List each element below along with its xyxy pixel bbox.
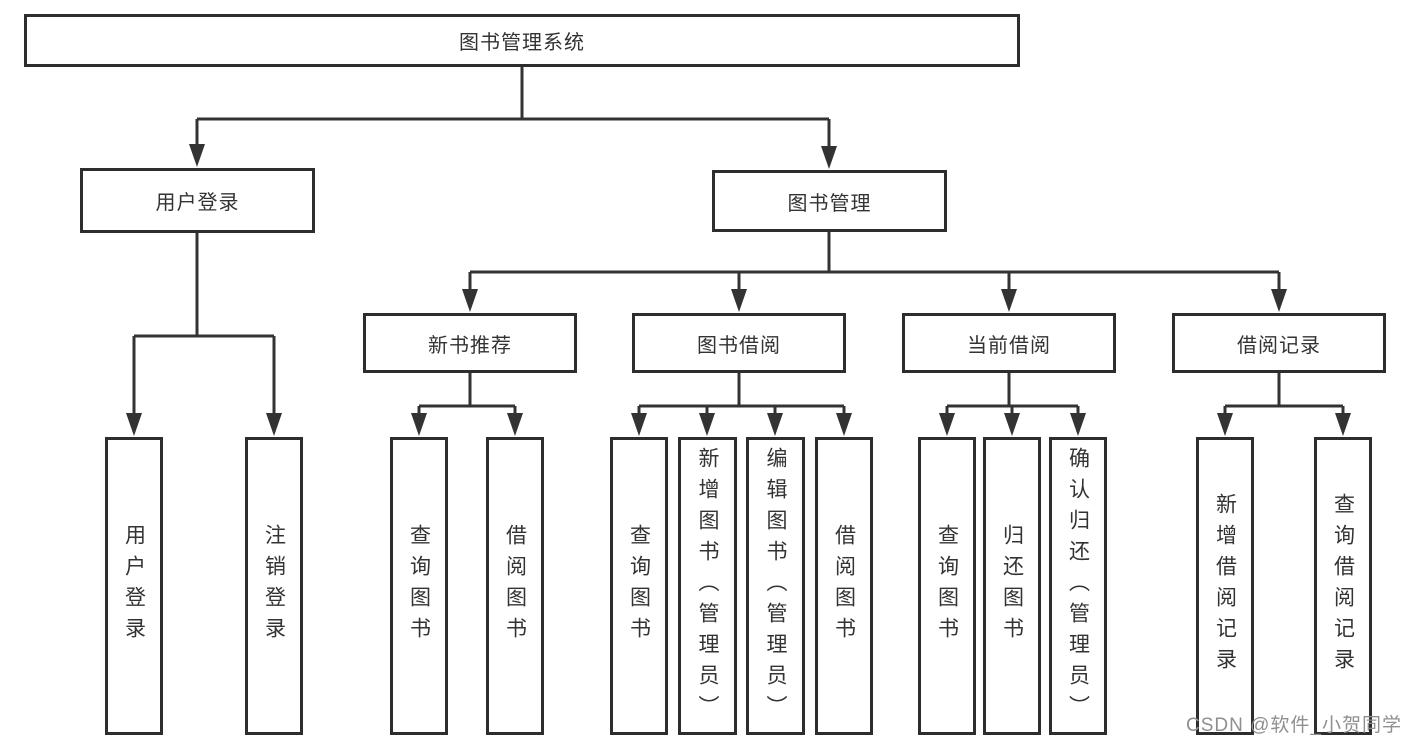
node-root-system: 图书管理系统 (24, 14, 1020, 67)
leaf-label: 查询图书 (407, 524, 431, 648)
leaf-label: 查询借阅记录 (1331, 493, 1355, 679)
leaf-label: 用户登录 (122, 524, 146, 648)
leaf-logout: 注销登录 (245, 437, 303, 735)
leaf-return-books: 归还图书 (983, 437, 1041, 735)
connector-root-to-level2 (195, 67, 831, 152)
leaf-query-books-recommend: 查询图书 (390, 437, 448, 735)
connector-newbooks-to-leaves (417, 373, 517, 419)
leaf-query-borrow-record: 查询借阅记录 (1314, 437, 1372, 735)
leaf-add-books-admin: 新增图书（管理员） (678, 437, 737, 735)
leaf-borrow-books-recommend: 借阅图书 (486, 437, 544, 735)
connector-currentborrow-to-leaves (945, 373, 1080, 419)
leaf-label: 借阅图书 (832, 524, 856, 648)
arrowheads (126, 144, 1351, 436)
leaf-label: 注销登录 (262, 524, 286, 648)
node-user-login: 用户登录 (80, 168, 315, 233)
leaf-label: 新增图书（管理员） (696, 446, 719, 726)
leaf-borrow-books: 借阅图书 (815, 437, 873, 735)
node-book-borrow: 图书借阅 (632, 313, 846, 373)
leaf-label: 查询图书 (627, 524, 651, 648)
leaf-add-borrow-record: 新增借阅记录 (1196, 437, 1254, 735)
leaf-label: 确认归还（管理员） (1066, 446, 1090, 726)
connector-bookmgmt-to-level3 (468, 232, 1281, 295)
node-book-management: 图书管理 (712, 170, 947, 232)
leaf-edit-books-admin: 编辑图书（管理员） (746, 437, 805, 735)
leaf-query-books-borrow: 查询图书 (610, 437, 668, 735)
node-current-borrow: 当前借阅 (902, 313, 1116, 373)
leaf-label: 查询图书 (935, 524, 959, 648)
connector-userlogin-to-leaves (132, 233, 276, 419)
csdn-watermark: CSDN @软件_小贺同学 (1186, 715, 1402, 736)
leaf-label: 新增借阅记录 (1213, 493, 1237, 679)
leaf-label: 编辑图书（管理员） (764, 446, 787, 726)
leaf-query-books-current: 查询图书 (918, 437, 976, 735)
node-borrow-records: 借阅记录 (1172, 313, 1386, 373)
leaf-label: 归还图书 (1000, 524, 1024, 648)
leaf-user-login: 用户登录 (105, 437, 163, 735)
leaf-confirm-return-admin: 确认归还（管理员） (1049, 437, 1107, 735)
connector-bookborrow-to-leaves (637, 373, 846, 419)
leaf-label: 借阅图书 (503, 524, 527, 648)
connector-borrowrecords-to-leaves (1223, 373, 1345, 419)
node-new-book-recommend: 新书推荐 (363, 313, 577, 373)
